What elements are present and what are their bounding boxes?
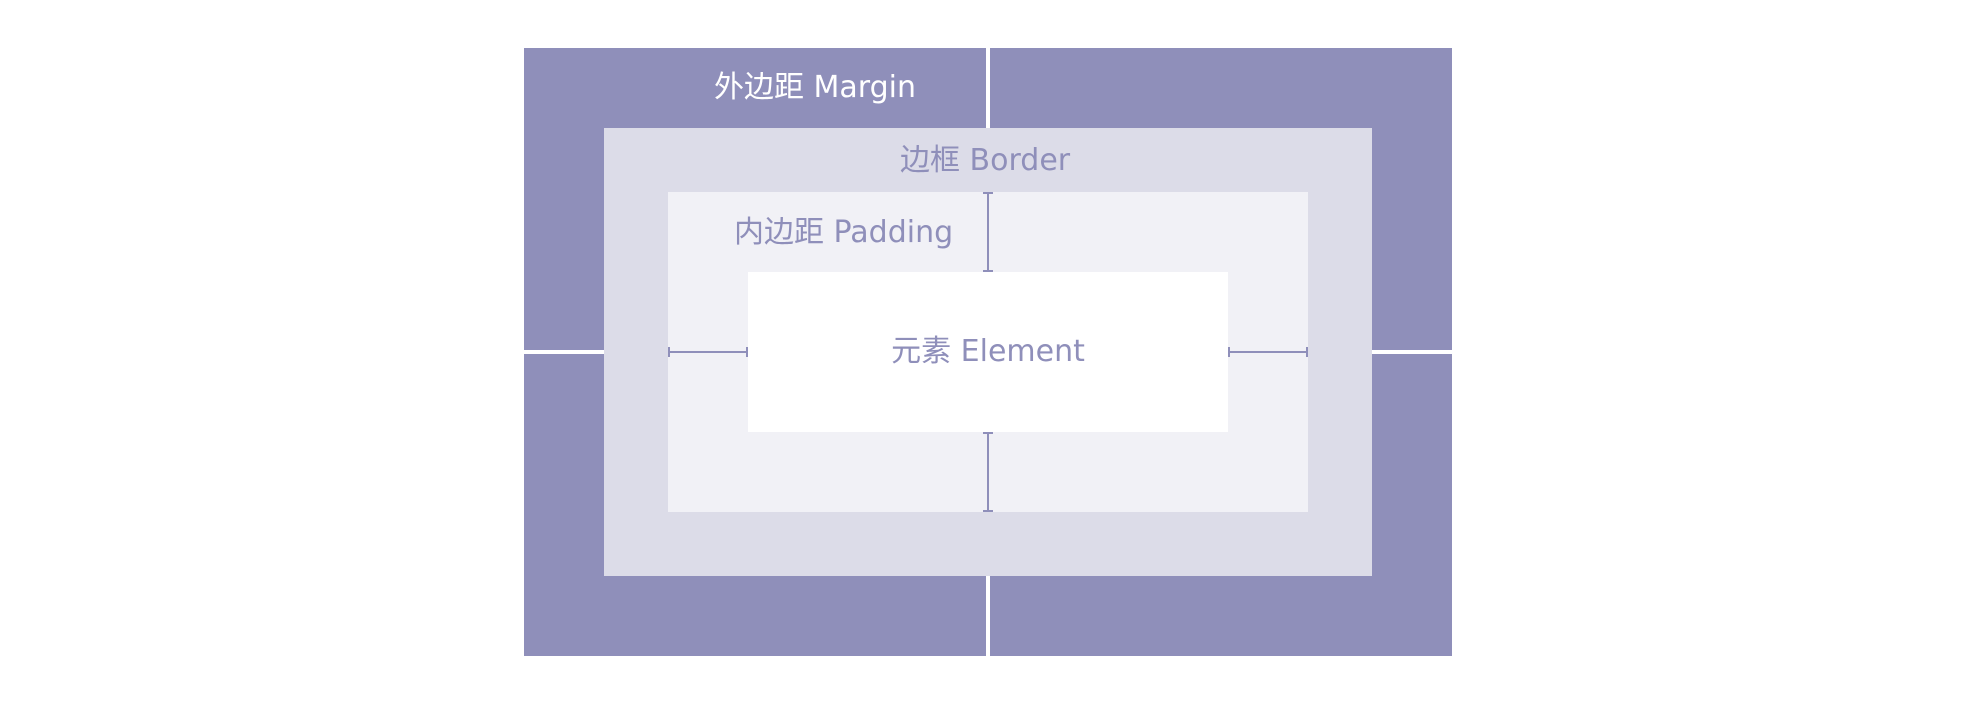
element-area <box>748 272 1228 432</box>
element-label: 元素 Element <box>891 334 1085 369</box>
border-label: 边框 Border <box>900 143 1071 178</box>
margin-label: 外边距 Margin <box>714 70 917 105</box>
padding-label: 内边距 Padding <box>734 215 954 250</box>
